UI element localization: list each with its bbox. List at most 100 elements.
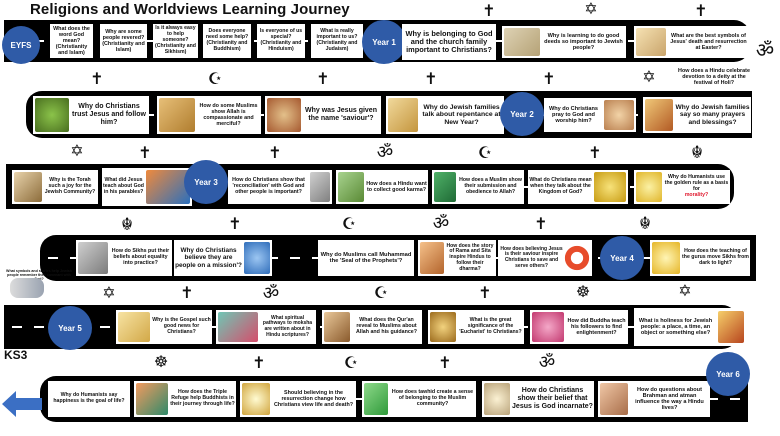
gospel-image	[118, 312, 150, 342]
christian-cross-icon: ✝	[534, 216, 548, 233]
christian-cross-icon: ✝	[588, 145, 602, 162]
christian-cross-icon: ✝	[478, 285, 492, 302]
jesus-image	[267, 98, 301, 132]
om-icon: ॐ	[755, 40, 775, 62]
christian-cross-icon: ✝	[482, 3, 496, 20]
question-card: What is holiness for Jewish people: a pl…	[634, 308, 746, 346]
om-icon: ॐ	[432, 213, 450, 233]
stage-year3-circle: Year 3	[184, 160, 228, 204]
prayer-image	[604, 100, 634, 130]
crescent-icon: ☪	[207, 71, 223, 88]
torah-image	[14, 172, 42, 202]
question-card: Is everyone of us special? (Christianity…	[257, 24, 305, 58]
question-card: How does a Muslim show their submission …	[432, 170, 524, 204]
lotus-image	[532, 312, 564, 342]
christian-cross-icon: ✝	[180, 285, 194, 302]
question-card: How did Buddha teach his followers to fi…	[530, 310, 628, 344]
page-title: Religions and Worldviews Learning Journe…	[30, 1, 350, 18]
christian-cross-icon: ✝	[438, 355, 452, 372]
crescent-icon: ☪	[341, 216, 357, 233]
question-card: How do Christians show their belief that…	[482, 381, 594, 417]
question-card: What did Jesus teach about God in his pa…	[102, 168, 192, 206]
stage-eyfs-circle: EYFS	[2, 26, 40, 64]
stage-year4-circle: Year 4	[600, 236, 644, 280]
tomb-image	[242, 383, 270, 415]
ks3-arrow-icon	[2, 391, 42, 417]
christian-cross-icon: ✝	[228, 216, 242, 233]
question-card: What are the best symbols of Jesus' deat…	[634, 26, 750, 58]
lamp-image	[652, 242, 680, 274]
question-card: Why do Christians trust Jesus and follow…	[33, 96, 149, 134]
khanda-icon: ☬	[638, 213, 652, 233]
dharma-wheel-icon: ☸	[575, 284, 591, 301]
nativity-image	[484, 383, 510, 415]
khanda-icon: ☬	[120, 214, 134, 234]
humanist-image	[636, 172, 662, 202]
candles-image	[645, 99, 673, 131]
question-card: How do some Muslims show Allah is compas…	[157, 96, 261, 134]
question-card: Why is belonging to God and the church f…	[402, 24, 496, 60]
question-card: Why do Jewish families say so many praye…	[643, 97, 751, 133]
question-card: How do Christians show that 'reconciliat…	[228, 170, 332, 204]
star-of-david-icon: ✡	[70, 143, 84, 160]
handshake-image	[10, 278, 44, 298]
star-of-david-icon: ✡	[102, 285, 116, 302]
question-card: Why do Jewish families talk about repent…	[386, 96, 504, 134]
question-card: Why do Christians pray to God and worshi…	[544, 98, 636, 132]
crescent-icon: ☪	[373, 285, 389, 302]
camel-image	[159, 98, 195, 132]
star-of-david-icon: ✡	[678, 283, 692, 300]
langar-image	[78, 242, 108, 274]
bag-image	[504, 28, 540, 56]
question-card: What does the word God mean? (Christiani…	[50, 24, 93, 58]
question-card: How does the teaching of the gurus move …	[650, 240, 750, 276]
number-one-image	[364, 383, 388, 415]
christian-cross-icon: ✝	[252, 355, 266, 372]
star-of-david-icon: ✡	[584, 1, 598, 18]
question-card: Does everyone need some help? (Christian…	[203, 24, 251, 58]
question-text: How does a Hindu celebrate devotion to a…	[678, 67, 750, 87]
stage-year5-circle: Year 5	[48, 306, 92, 350]
christian-cross-icon: ✝	[316, 71, 330, 88]
question-card: What does the Qur'an reveal to Muslims a…	[322, 310, 422, 344]
stage-year6-circle: Year 6	[706, 352, 750, 396]
question-card: Why do Humanists say happiness is the go…	[48, 381, 130, 417]
bow-image	[420, 242, 444, 274]
tent-image	[136, 383, 168, 415]
quran-image	[324, 312, 350, 342]
question-card: Is it always easy to help someone? (Chri…	[153, 24, 198, 58]
khanda-icon: ☬	[690, 142, 704, 162]
stage-year2-circle: Year 2	[500, 92, 544, 136]
moksha-image	[218, 312, 258, 342]
christian-cross-icon: ✝	[424, 71, 438, 88]
question-card: Why was Jesus given the name 'saviour'?	[265, 96, 381, 134]
question-card: How do Sikhs put their beliefs about equ…	[76, 240, 172, 276]
prayer-mat-image	[434, 172, 456, 202]
stage-year1-circle: Year 1	[362, 20, 406, 64]
question-card: Why do Muslims call Muhammad the 'Seal o…	[318, 240, 414, 276]
christian-cross-icon: ✝	[138, 145, 152, 162]
runner-image	[244, 242, 270, 274]
christian-cross-icon: ✝	[90, 71, 104, 88]
question-card: How do questions about Brahman and atman…	[598, 381, 710, 417]
ladder-image	[338, 172, 364, 202]
christian-cross-icon: ✝	[268, 145, 282, 162]
question-card: How does the story of Rama and Sita insp…	[418, 240, 496, 276]
question-card: How does believing Jesus is their saviou…	[498, 240, 592, 276]
om-icon: ॐ	[538, 352, 556, 372]
question-card: Why is the Torah such a joy for the Jewi…	[12, 170, 98, 204]
question-card: What do Christians mean when they talk a…	[528, 170, 628, 204]
star-of-david-icon: ✡	[642, 69, 656, 86]
parable-image	[146, 170, 190, 204]
chalice-image	[430, 312, 456, 342]
namaste-image	[600, 383, 628, 415]
question-card: How does a Hindu want to collect good ka…	[336, 170, 428, 204]
ks3-label: KS3	[4, 348, 28, 362]
question-card: Should believing in the resurrection cha…	[240, 381, 356, 417]
question-card: Why is the Gospel such good news for Chr…	[116, 310, 212, 344]
menorah-image	[718, 311, 744, 343]
easter-image	[636, 28, 666, 56]
om-icon: ॐ	[376, 142, 394, 162]
question-card: How does the Triple Refuge help Buddhist…	[134, 381, 236, 417]
crescent-icon: ☪	[343, 355, 359, 372]
